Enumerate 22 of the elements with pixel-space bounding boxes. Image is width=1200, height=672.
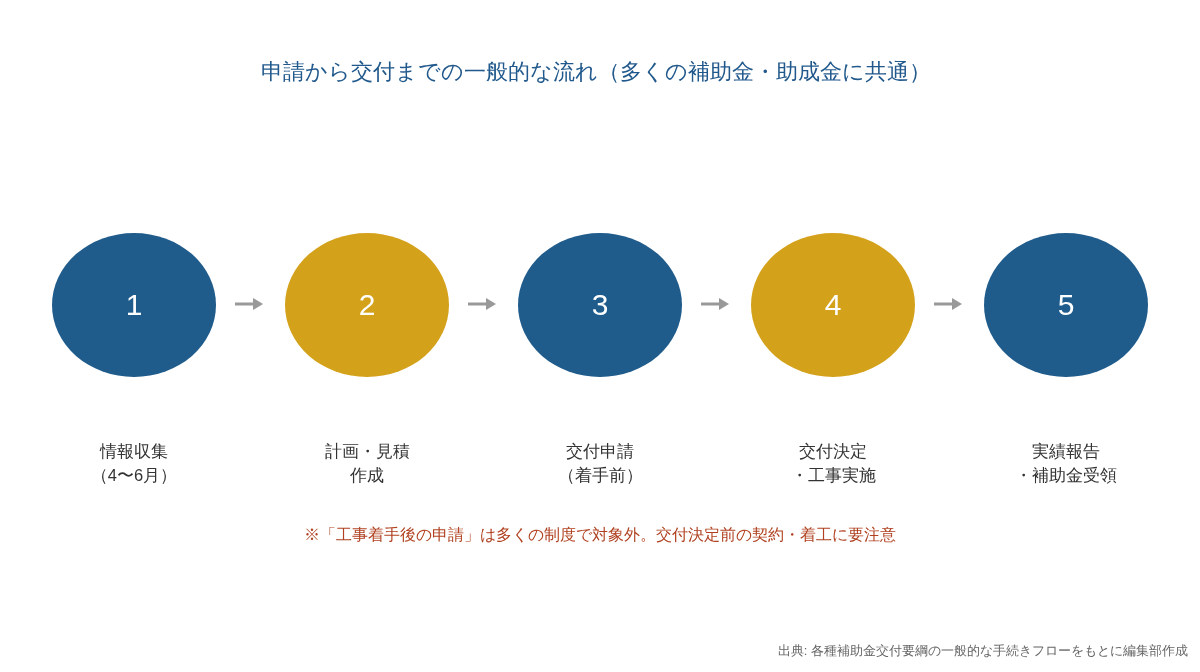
step-label: 情報収集（4〜6月） <box>90 441 178 486</box>
step-circle <box>984 233 1148 377</box>
step-circle <box>518 233 682 377</box>
step-number: 1 <box>125 288 143 322</box>
arrow <box>468 298 496 310</box>
step-number: 5 <box>1057 288 1075 322</box>
step-label: 計画・見積作成 <box>324 441 410 486</box>
arrow <box>701 298 729 310</box>
step-circle <box>751 233 915 377</box>
source-note: 出典: 各種補助金交付要綱の一般的な手続きフローをもとに編集部作成 <box>777 642 1188 660</box>
step-label: 実績報告・補助金受領 <box>1015 441 1117 486</box>
step-label: 交付申請（着手前） <box>557 441 643 486</box>
step-label: 交付決定・工事実施 <box>790 441 876 486</box>
step-circle <box>52 233 216 377</box>
arrow <box>235 298 263 310</box>
title: 申請から交付までの一般的な流れ（多くの補助金・助成金に共通） <box>261 58 931 86</box>
step-number: 3 <box>591 288 609 322</box>
note: ※「工事着手後の申請」は多くの制度で対象外。交付決定前の契約・着工に要注意 <box>304 524 896 545</box>
step-number: 4 <box>824 288 842 322</box>
arrow <box>934 298 962 310</box>
step-number: 2 <box>358 288 376 322</box>
step-circle <box>285 233 449 377</box>
